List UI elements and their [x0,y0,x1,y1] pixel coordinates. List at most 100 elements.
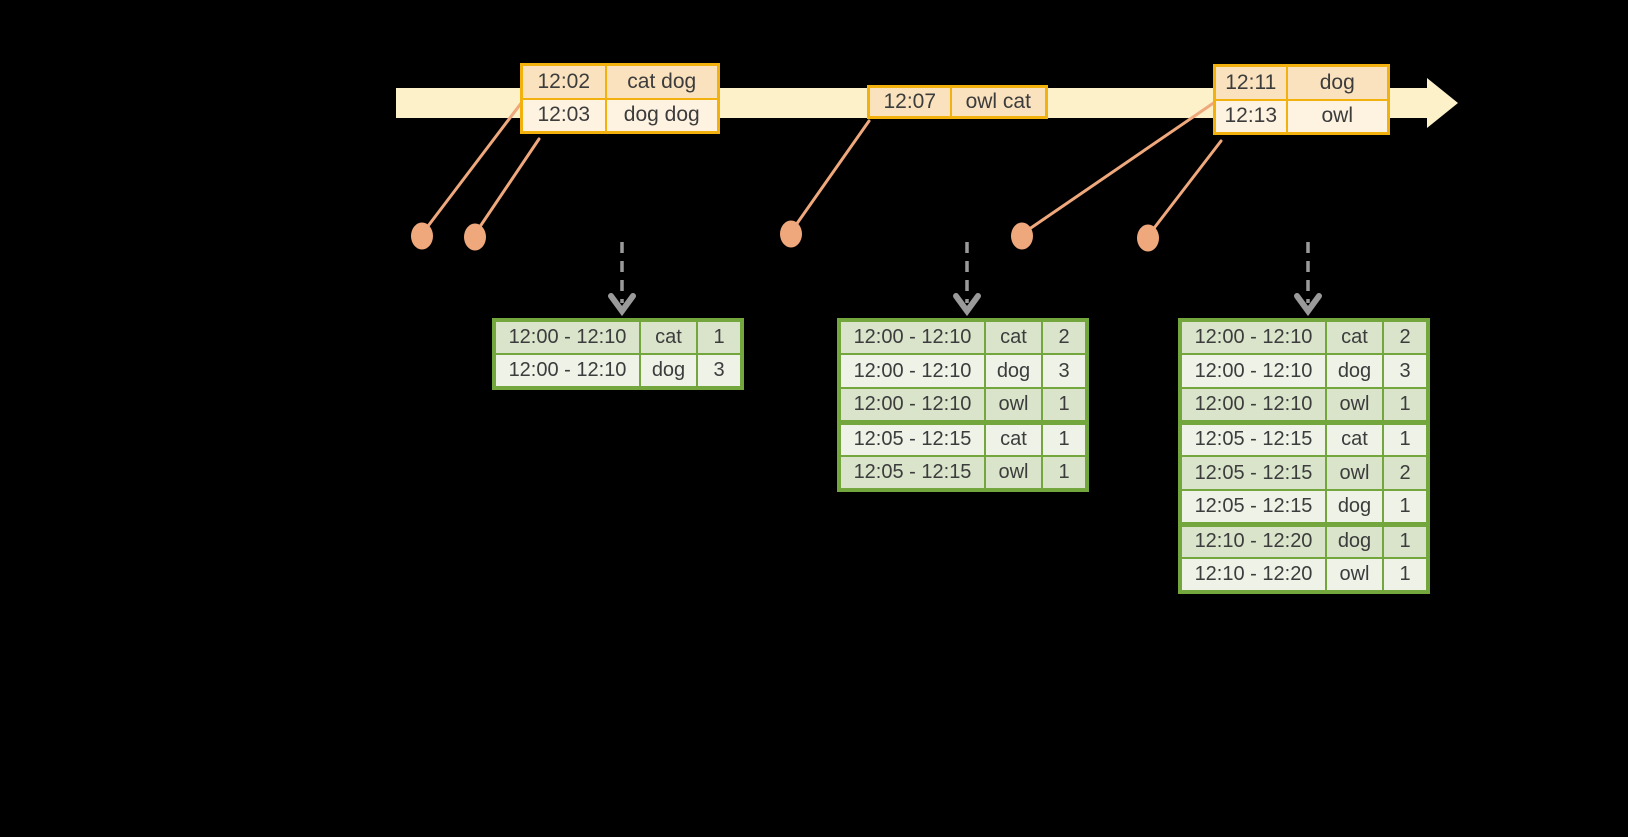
result-table-1: 12:00 - 12:10 cat 1 12:00 - 12:10 dog 3 [492,318,744,390]
word-cell: cat [639,319,698,355]
arrow-down-icon [608,293,636,317]
event-words-cell: owl cat [949,85,1048,119]
event-dot [464,223,486,251]
result-row: 12:00 - 12:10 cat 2 [838,319,1088,355]
count-cell: 1 [1382,387,1429,423]
count-cell: 3 [696,353,743,389]
event-row: 12:13 owl [1213,98,1390,135]
word-cell: owl [1325,557,1384,593]
result-row: 12:00 - 12:10 dog 3 [493,353,743,389]
window-cell: 12:00 - 12:10 [493,319,641,355]
count-cell: 1 [1382,521,1429,559]
event-dot [411,222,433,250]
result-row: 12:00 - 12:10 cat 1 [493,319,743,355]
window-cell: 12:05 - 12:15 [1179,455,1327,491]
arrow-down-icon [953,293,981,317]
trigger-arrow [608,242,636,317]
result-row: 12:05 - 12:15 owl 1 [838,455,1088,491]
trigger-arrow [1294,242,1322,317]
word-cell: owl [984,387,1043,423]
count-cell: 2 [1382,319,1429,355]
result-row: 12:10 - 12:20 dog 1 [1179,521,1429,559]
window-cell: 12:10 - 12:20 [1179,557,1327,593]
event-words-cell: dog dog [604,97,720,134]
window-cell: 12:00 - 12:10 [1179,353,1327,389]
event-connector-line [420,100,524,236]
word-cell: dog [984,353,1043,389]
event-row: 12:11 dog [1213,64,1390,101]
count-cell: 3 [1041,353,1088,389]
result-row: 12:00 - 12:10 dog 3 [1179,353,1429,389]
count-cell: 1 [696,319,743,355]
event-row: 12:07 owl cat [867,85,1048,119]
count-cell: 1 [1382,419,1429,457]
window-cell: 12:00 - 12:10 [493,353,641,389]
word-cell: owl [1325,387,1384,423]
event-connector-line [473,137,541,236]
window-cell: 12:00 - 12:10 [1179,387,1327,423]
event-connector-line [789,119,871,234]
arrow-down-icon [1294,293,1322,317]
window-cell: 12:05 - 12:15 [1179,419,1327,457]
word-cell: cat [1325,419,1384,457]
count-cell: 2 [1382,455,1429,491]
event-time-cell: 12:07 [867,85,952,119]
input-batch-table-3: 12:11 dog 12:13 owl [1213,64,1390,135]
window-cell: 12:00 - 12:10 [1179,319,1327,355]
word-cell: owl [1325,455,1384,491]
word-cell: cat [984,419,1043,457]
event-dot [1011,222,1033,250]
event-connector-line [1020,100,1217,236]
word-cell: dog [1325,353,1384,389]
event-time-cell: 12:03 [520,97,607,134]
result-row: 12:10 - 12:20 owl 1 [1179,557,1429,593]
event-words-cell: dog [1285,64,1390,101]
count-cell: 2 [1041,319,1088,355]
count-cell: 3 [1382,353,1429,389]
word-cell: owl [984,455,1043,491]
event-row: 12:03 dog dog [520,97,720,134]
word-cell: dog [639,353,698,389]
result-row: 12:05 - 12:15 dog 1 [1179,489,1429,525]
event-time-cell: 12:13 [1213,98,1288,135]
trigger-arrows [608,242,1322,317]
result-table-3: 12:00 - 12:10 cat 2 12:00 - 12:10 dog 3 … [1178,318,1430,594]
window-cell: 12:00 - 12:10 [838,387,986,423]
event-connector-lines [420,100,1223,238]
event-words-cell: owl [1285,98,1390,135]
event-time-cell: 12:02 [520,63,607,100]
count-cell: 1 [1041,419,1088,457]
result-row: 12:05 - 12:15 cat 1 [838,419,1088,457]
result-row: 12:05 - 12:15 owl 2 [1179,455,1429,491]
result-row: 12:00 - 12:10 owl 1 [838,387,1088,423]
window-cell: 12:05 - 12:15 [838,419,986,457]
event-dot [1137,224,1159,252]
count-cell: 1 [1382,557,1429,593]
input-batch-table-2: 12:07 owl cat [867,85,1048,119]
word-cell: dog [1325,489,1384,525]
window-cell: 12:05 - 12:15 [838,455,986,491]
result-table-2: 12:00 - 12:10 cat 2 12:00 - 12:10 dog 3 … [837,318,1089,492]
input-batch-table-1: 12:02 cat dog 12:03 dog dog [520,63,720,134]
event-dots [411,220,1159,252]
count-cell: 1 [1382,489,1429,525]
result-row: 12:05 - 12:15 cat 1 [1179,419,1429,457]
count-cell: 1 [1041,455,1088,491]
window-cell: 12:05 - 12:15 [1179,489,1327,525]
word-cell: cat [1325,319,1384,355]
result-row: 12:00 - 12:10 dog 3 [838,353,1088,389]
trigger-arrow [953,242,981,317]
word-cell: dog [1325,521,1384,559]
window-cell: 12:00 - 12:10 [838,319,986,355]
event-row: 12:02 cat dog [520,63,720,100]
count-cell: 1 [1041,387,1088,423]
window-cell: 12:00 - 12:10 [838,353,986,389]
event-words-cell: cat dog [604,63,720,100]
window-cell: 12:10 - 12:20 [1179,521,1327,559]
result-row: 12:00 - 12:10 owl 1 [1179,387,1429,423]
word-cell: cat [984,319,1043,355]
result-row: 12:00 - 12:10 cat 2 [1179,319,1429,355]
event-dot [780,220,802,248]
event-time-cell: 12:11 [1213,64,1288,101]
